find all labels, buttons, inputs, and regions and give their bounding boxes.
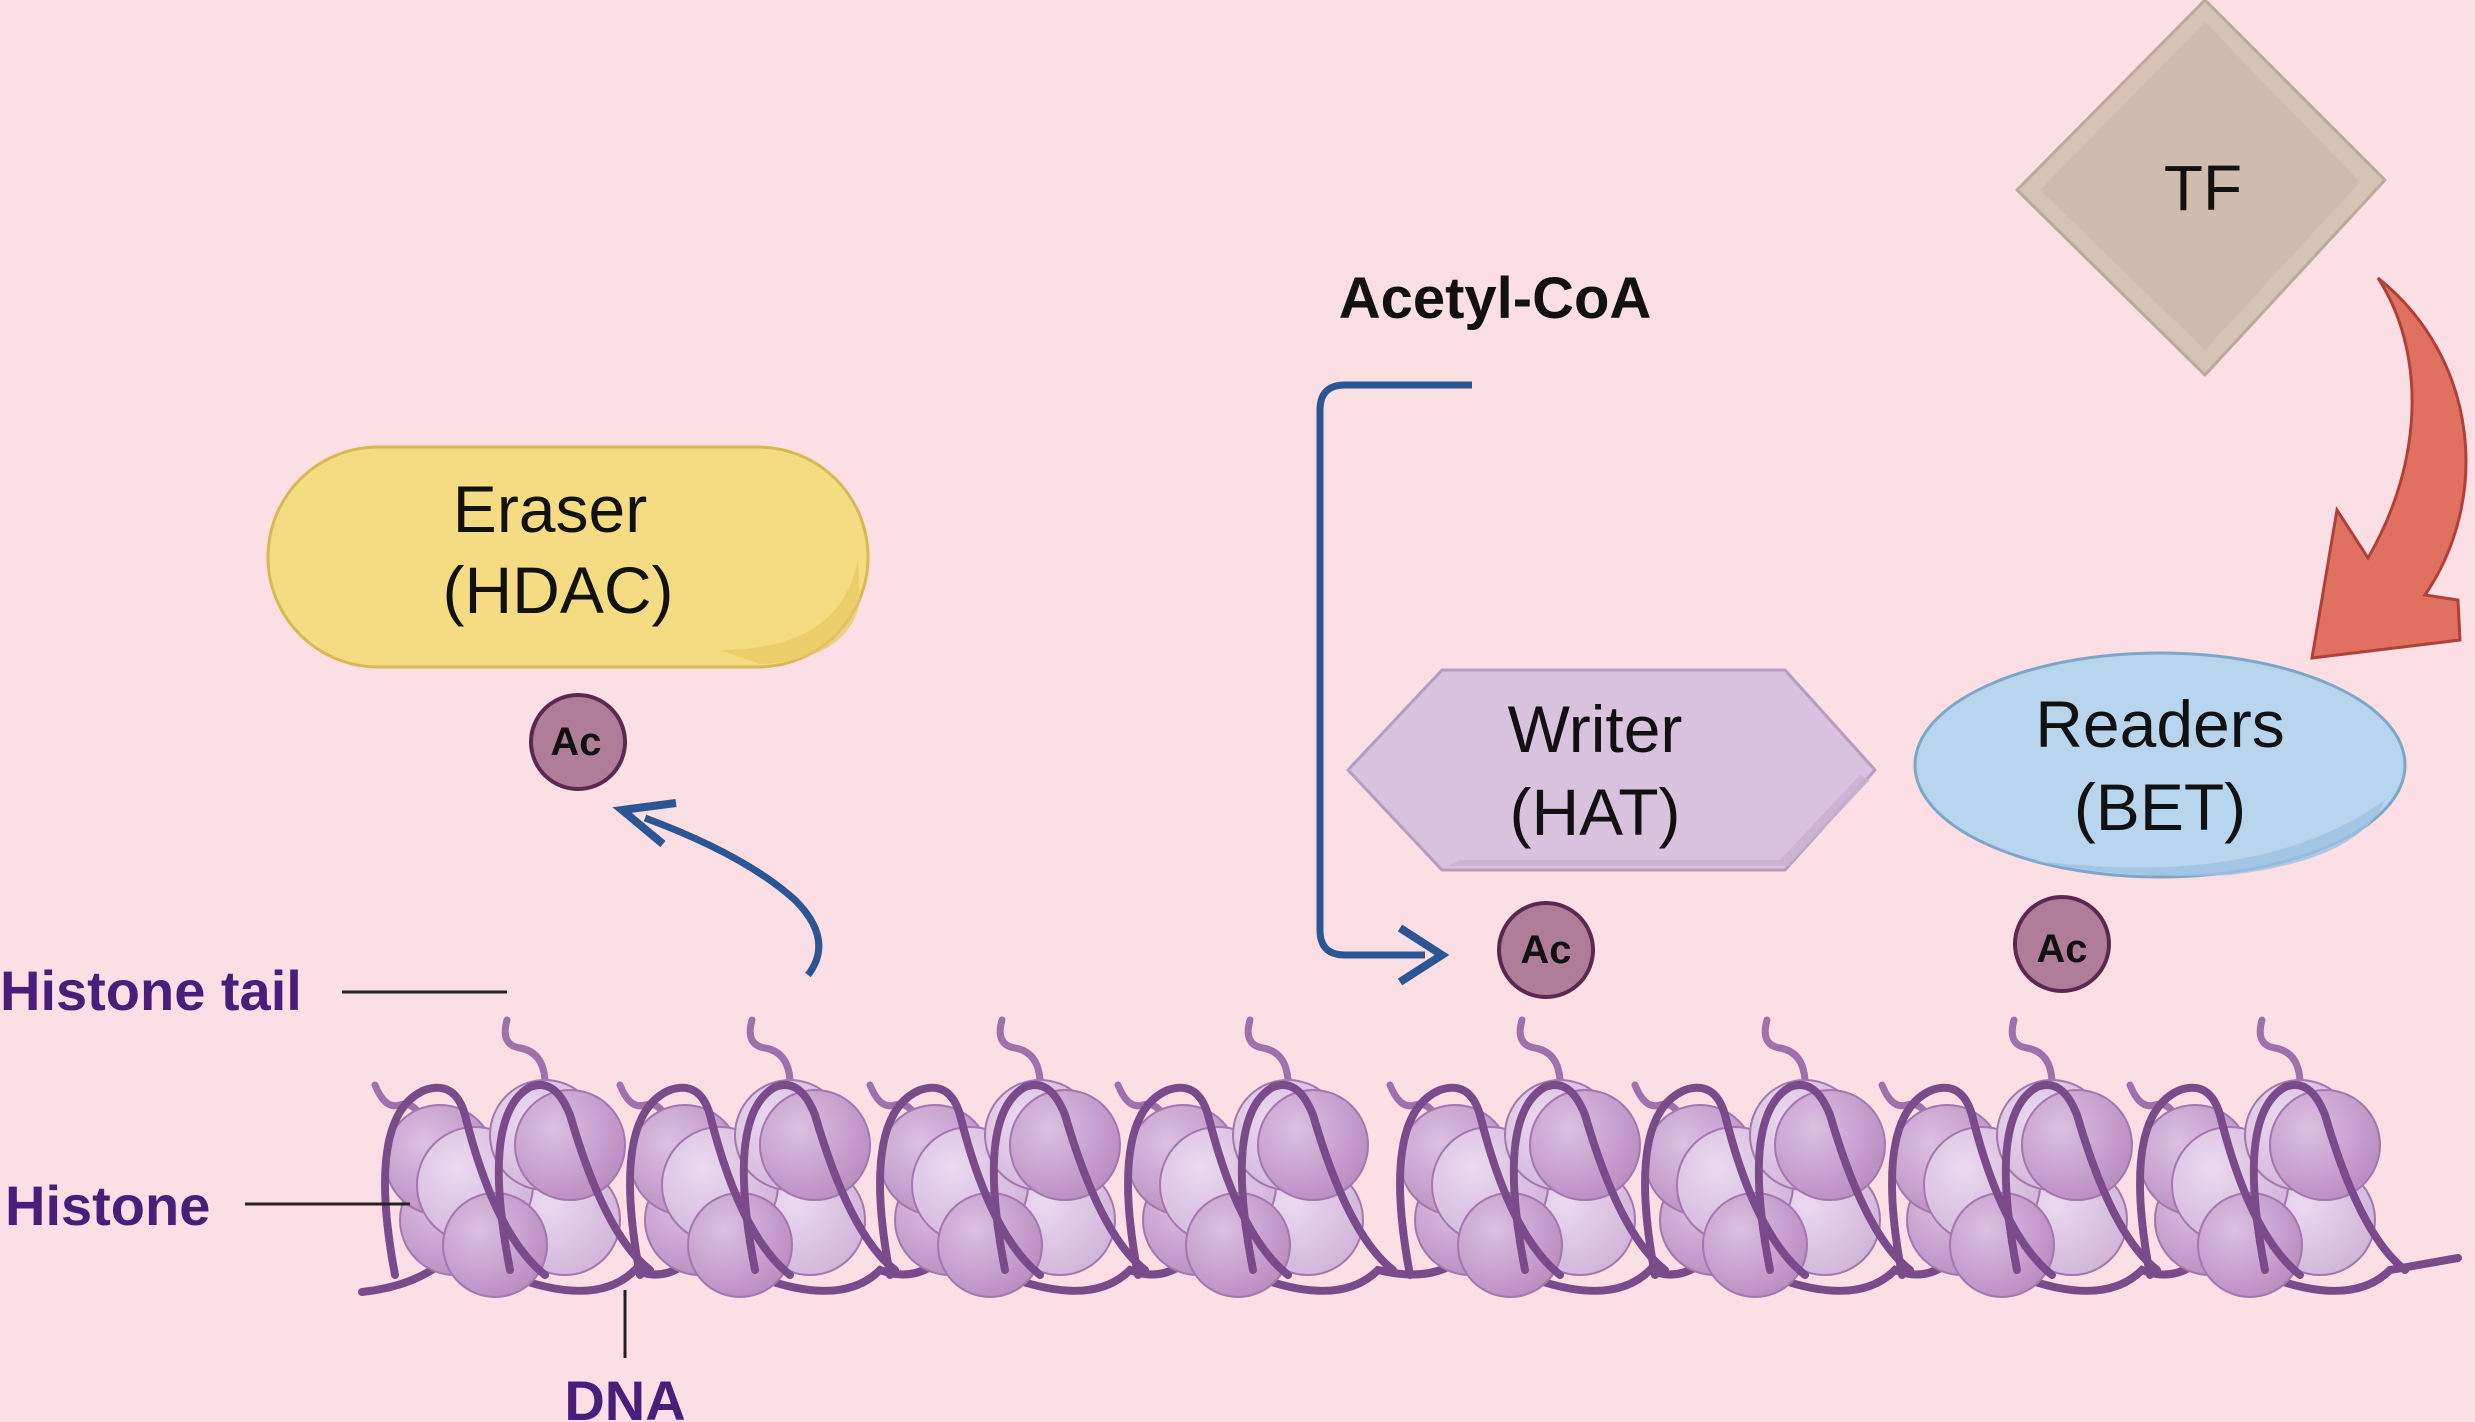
histone-label: Histone (5, 1174, 210, 1237)
histone-ball (2269, 1089, 2381, 1201)
histone-tail (1516, 1016, 1564, 1084)
histone-ball (759, 1089, 871, 1201)
dna-wrap (989, 1081, 1149, 1274)
writer-label-line1: Writer (1508, 692, 1683, 766)
histone-tail-label: Histone tail (0, 959, 302, 1022)
dna-wrap (2001, 1081, 2161, 1274)
histone-ball (2021, 1089, 2133, 1201)
histone-tail (2008, 1016, 2056, 1084)
ac-label: Ac (2036, 927, 2087, 971)
histone-tail (996, 1016, 1044, 1084)
ac-label: Ac (550, 720, 601, 764)
histone-tail (746, 1016, 794, 1084)
histone-ball (1185, 1192, 1291, 1298)
eraser-removal-arrow (612, 799, 823, 978)
histone-tail (2256, 1016, 2304, 1084)
histone-ball (687, 1192, 793, 1298)
ac-removed: Ac (529, 693, 627, 791)
nucleosome (2126, 1016, 2409, 1298)
histone-ball (1009, 1089, 1121, 1201)
histone-ball (1949, 1192, 2055, 1298)
dna-wrap (1509, 1081, 1669, 1274)
histone-ball (1529, 1089, 1641, 1201)
histone-ball (1702, 1192, 1808, 1298)
ac-reader: Ac (2013, 895, 2111, 993)
nucleosome-chain (358, 1016, 2462, 1298)
nucleosome (1114, 1016, 1397, 1298)
nucleosome (371, 1016, 654, 1298)
eraser-hdac: Eraser (HDAC) (266, 445, 870, 669)
histone-ball (2197, 1192, 2303, 1298)
writer-hat: Writer (HAT) (1346, 668, 1877, 872)
readers-bet: Readers (BET) (1913, 651, 2407, 879)
histone-ball (514, 1089, 626, 1201)
eraser-label-line1: Eraser (453, 472, 647, 546)
histone-tail (1761, 1016, 1809, 1084)
histone-ball (1257, 1089, 1369, 1201)
histone-ball (1457, 1192, 1563, 1298)
histone-ball (1774, 1089, 1886, 1201)
histone-tail (1244, 1016, 1292, 1084)
dna-wrap (739, 1081, 899, 1274)
nucleosome (1631, 1016, 1914, 1298)
nucleosome (1878, 1016, 2161, 1298)
dna-wrap (1237, 1081, 1397, 1274)
dna-wrap (494, 1081, 654, 1274)
histone-ball (442, 1192, 548, 1298)
eraser-label-line2: (HDAC) (443, 553, 674, 627)
nucleosome (866, 1016, 1149, 1298)
writer-label-line2: (HAT) (1509, 775, 1680, 849)
tf-to-readers-arrow (2310, 276, 2468, 660)
tf-label: TF (2164, 152, 2242, 224)
nucleosome (1386, 1016, 1669, 1298)
dna-wrap (1754, 1081, 1914, 1274)
ac-writer: Ac (1497, 901, 1595, 999)
readers-label-line2: (BET) (2074, 770, 2246, 844)
ac-label: Ac (1520, 928, 1571, 972)
dna-label: DNA (564, 1369, 685, 1422)
tf-diamond: TF (2015, 0, 2387, 377)
dna-wrap (2249, 1081, 2409, 1274)
nucleosome (616, 1016, 899, 1298)
histone-ball (937, 1192, 1043, 1298)
histone-tail (501, 1016, 549, 1084)
readers-label-line1: Readers (2035, 687, 2284, 761)
acetyl-coa-label: Acetyl-CoA (1339, 266, 1652, 331)
acetyl-coa-arrow (1316, 381, 1472, 986)
